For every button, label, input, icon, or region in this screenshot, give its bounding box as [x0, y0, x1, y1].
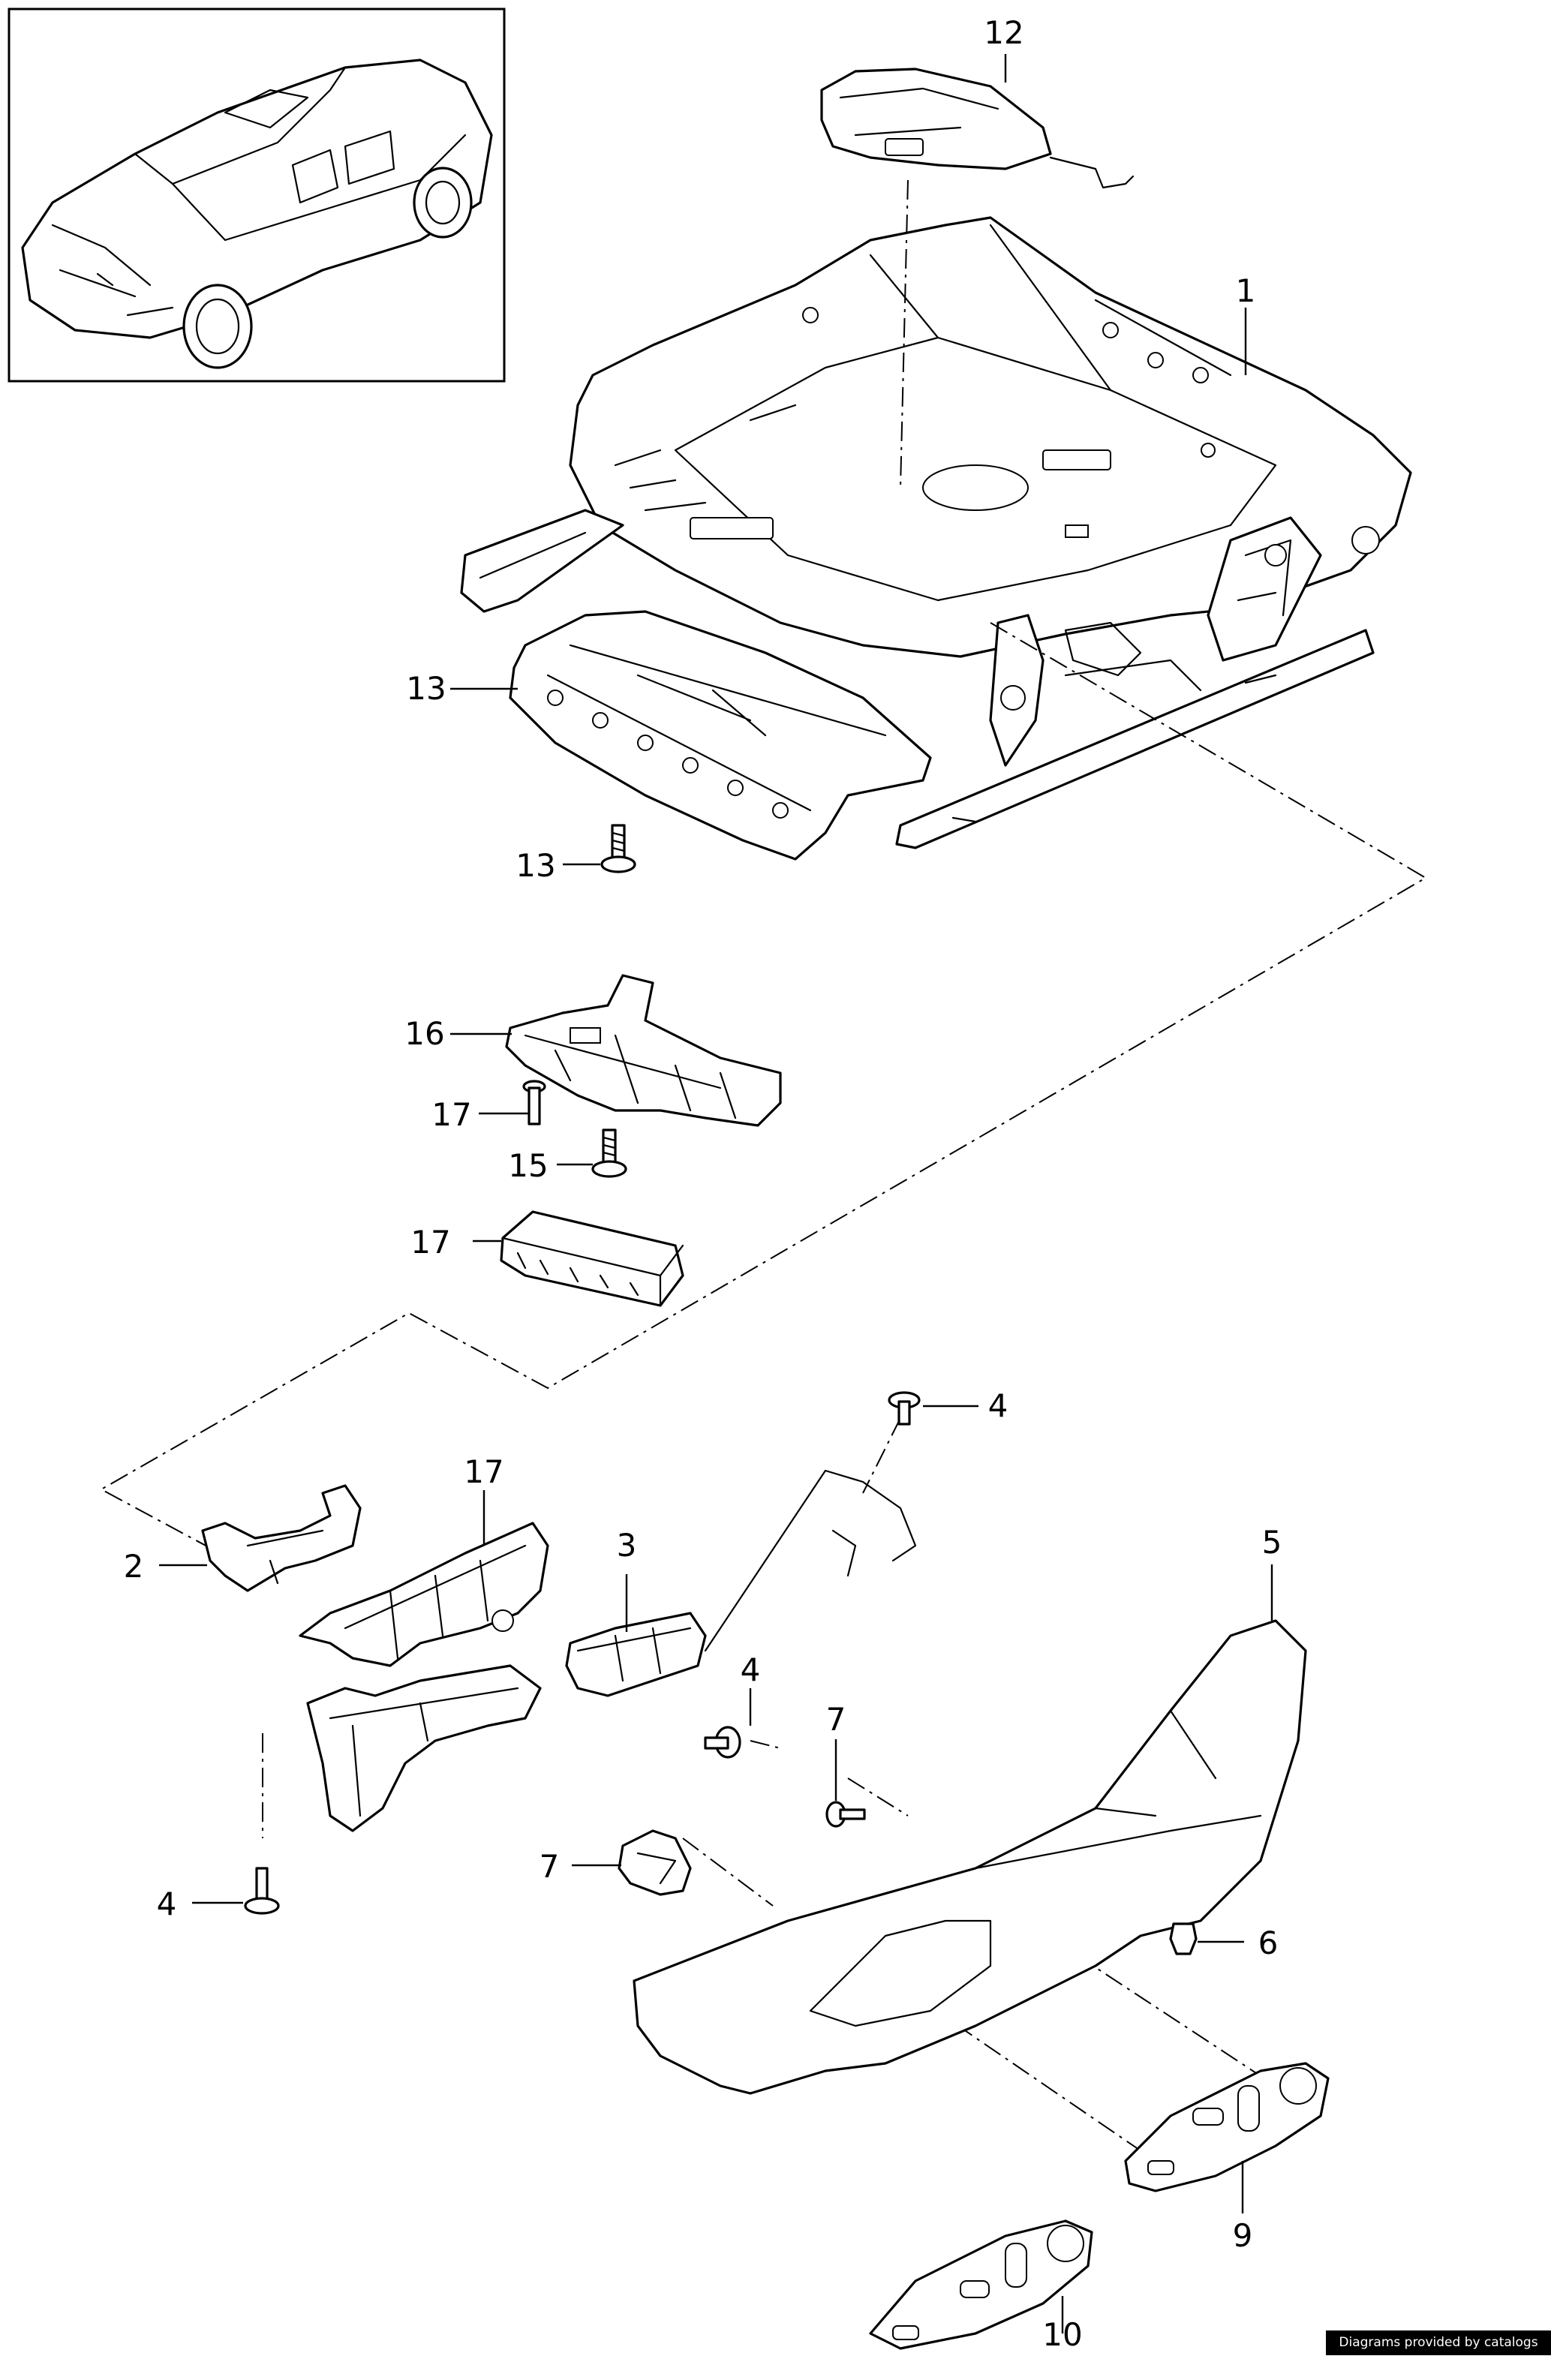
callout-16: 17: [410, 1224, 450, 1261]
part-8-screw: [825, 1801, 866, 1828]
callout-10: 10: [1042, 2316, 1082, 2353]
callout-4-middle: 4: [741, 1651, 761, 1688]
part-13-bolt-lower: [591, 1128, 627, 1178]
callout-4-top: 4: [988, 1387, 1008, 1424]
part-13-bolt: [600, 824, 636, 873]
assembly-lines: [99, 179, 1427, 2162]
leader-lines: [159, 54, 1273, 2333]
callout-4-bottom: 4: [157, 1886, 177, 1922]
part-1-seat-frame: [460, 216, 1412, 849]
callout-8: 7: [826, 1701, 846, 1738]
callout-13-upper: 13: [515, 847, 555, 884]
callout-1: 1: [1236, 272, 1256, 309]
part-4-screw-top: [888, 1391, 921, 1426]
callout-6: 6: [1258, 1925, 1279, 1961]
callout-15: 16: [404, 1015, 444, 1052]
part-6-clip: [1169, 1922, 1198, 1955]
part-4-screw-middle: [704, 1726, 741, 1759]
part-17-bolt: [522, 1080, 546, 1125]
callout-5: 5: [1262, 1524, 1282, 1561]
callout-2: 2: [124, 1548, 144, 1585]
part-5-side-trim: [633, 1619, 1307, 2095]
vehicle-thumbnail: [8, 8, 506, 383]
part-3-bracket: [306, 1469, 917, 1832]
callout-17-upper: 17: [431, 1096, 471, 1133]
part-9-switch: [1124, 2062, 1330, 2192]
callout-9: 9: [1233, 2217, 1253, 2254]
part-10-switch: [869, 2219, 1093, 2350]
callout-7: 7: [540, 1848, 560, 1885]
part-11-cover: [820, 68, 1135, 189]
diagram-credit: Diagrams provided by catalogs parts: [1326, 2330, 1551, 2375]
callout-labels: 12 1 13 13 16 17 15 17 4 17 2 3 5 4 7 7 …: [124, 14, 1282, 2353]
part-2-clip: [201, 1484, 362, 1592]
callout-11: 12: [984, 14, 1023, 51]
callout-13-lower: 15: [508, 1147, 548, 1184]
part-16-control-unit: [500, 1210, 684, 1307]
part-4-screw-bottom: [244, 1867, 280, 1915]
callout-17-lower: 17: [464, 1453, 503, 1490]
part-17-bracket: [299, 1522, 549, 1667]
callout-12: 13: [406, 670, 446, 707]
part-12-tray: [509, 610, 932, 861]
part-15-bracket: [505, 974, 782, 1127]
part-7-clip: [618, 1829, 692, 1896]
callout-3: 3: [617, 1527, 637, 1564]
